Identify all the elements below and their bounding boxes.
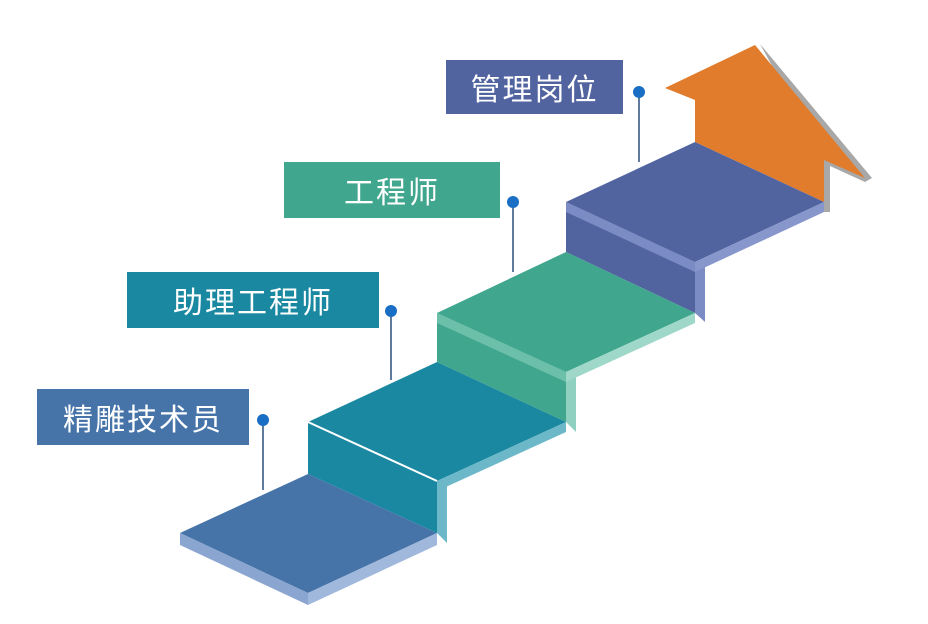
step2-edge-right: [437, 422, 566, 491]
step1-top: [180, 474, 437, 593]
step2-riser: [308, 422, 437, 533]
step4-riser: [566, 202, 695, 313]
pin-2: [385, 305, 397, 380]
step4-edge-right: [695, 202, 824, 272]
arrow-head: [665, 45, 865, 202]
step1-edge-left: [180, 533, 308, 605]
step3-side: [566, 372, 576, 432]
label-step-3: 工程师: [284, 162, 500, 218]
label-step-4: 管理岗位: [446, 60, 623, 114]
pin-1: [257, 414, 269, 490]
label-step-2: 助理工程师: [127, 272, 379, 328]
label-step-1: 精雕技术员: [37, 389, 249, 445]
step3-top: [437, 252, 695, 372]
step3-edge: [437, 313, 566, 382]
pin-4: [633, 86, 645, 162]
step1-edge-right: [308, 533, 437, 605]
step2-side: [437, 481, 447, 543]
step3-edge-right: [566, 313, 695, 382]
step2-edge: [307, 421, 438, 482]
step4-side: [695, 262, 705, 322]
step4-edge: [566, 202, 695, 272]
pin-3: [507, 196, 519, 272]
step3-riser: [437, 313, 566, 422]
